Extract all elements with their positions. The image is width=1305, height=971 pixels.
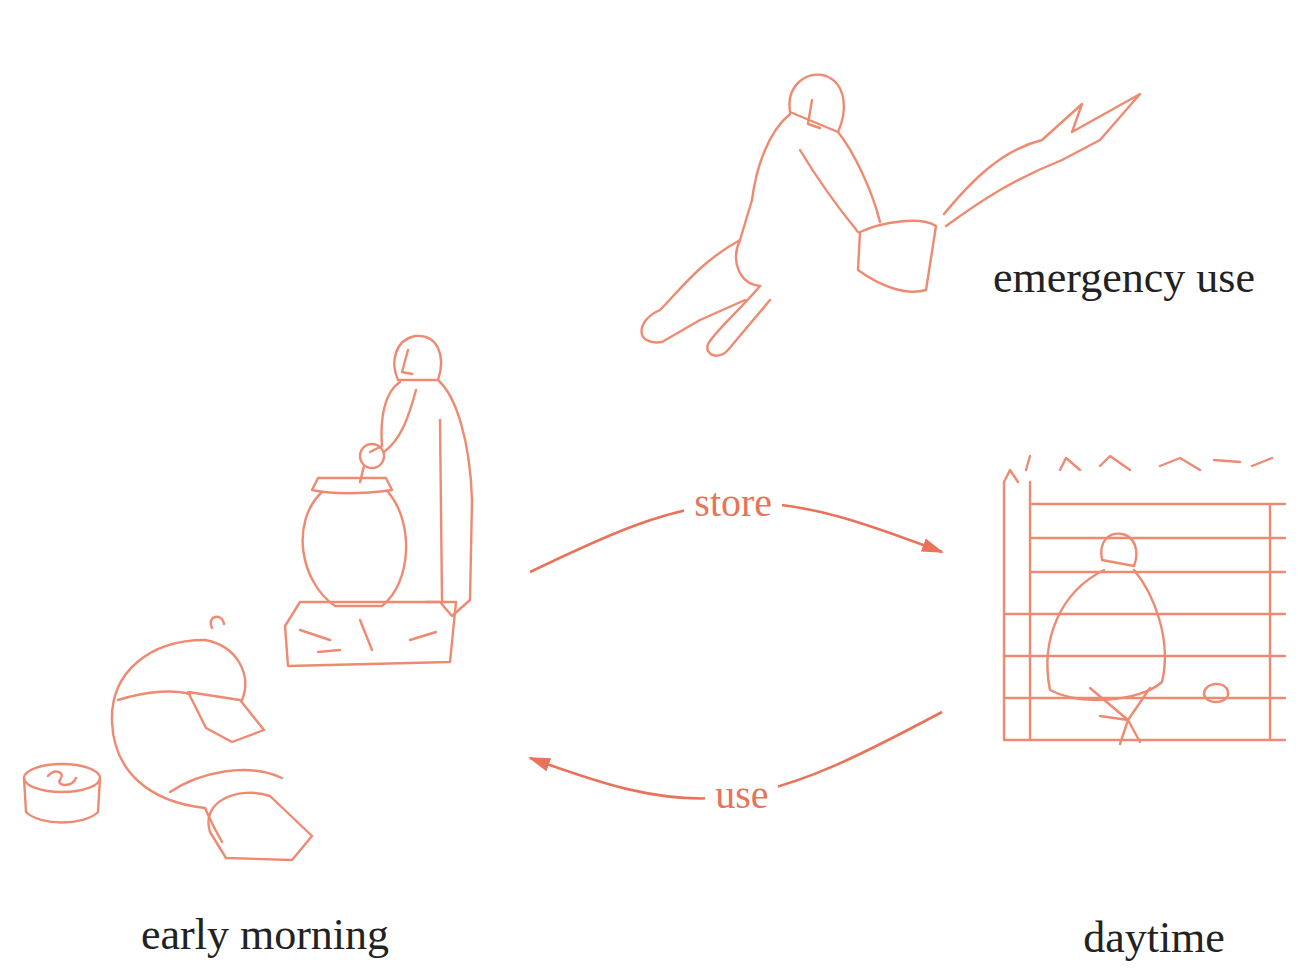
arrow-label: store — [684, 479, 782, 527]
arrow-label: use — [705, 771, 778, 819]
edge-label-layer: storeuse — [0, 0, 1305, 96]
leaping-figure — [642, 75, 1141, 356]
scene-caption: daytime — [1083, 912, 1225, 965]
scene-caption: early morning — [141, 909, 389, 962]
crouching-figure — [24, 617, 312, 860]
scene-group: early morning — [15, 320, 530, 965]
stairs-scene — [1004, 456, 1285, 744]
scene-group: emergency use — [620, 50, 1290, 320]
scene-group: daytime — [942, 440, 1292, 968]
woman-with-pot — [285, 336, 472, 666]
scene-caption: emergency use — [993, 252, 1255, 305]
